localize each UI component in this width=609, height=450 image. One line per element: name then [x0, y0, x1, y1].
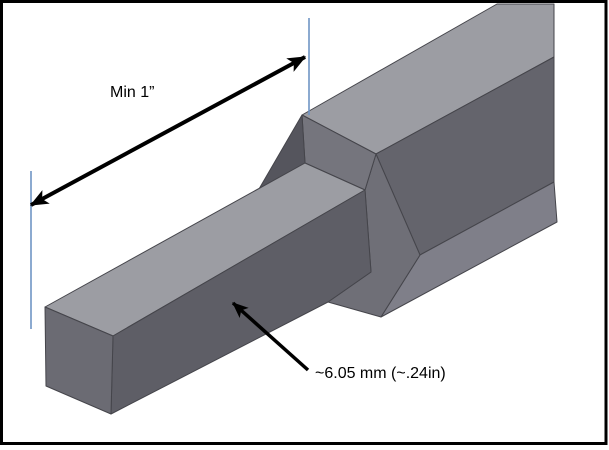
- length-dimension-arrow: [29, 55, 307, 207]
- square-bar-end-face: [44, 306, 114, 415]
- width-dimension-label: ~6.05 mm (~.24in): [315, 365, 446, 382]
- width-leader-arrow: [231, 301, 310, 372]
- hex-shank: [301, 3, 558, 318]
- square-drive-bar: [44, 162, 372, 415]
- length-dimension-label: Min 1”: [110, 84, 154, 101]
